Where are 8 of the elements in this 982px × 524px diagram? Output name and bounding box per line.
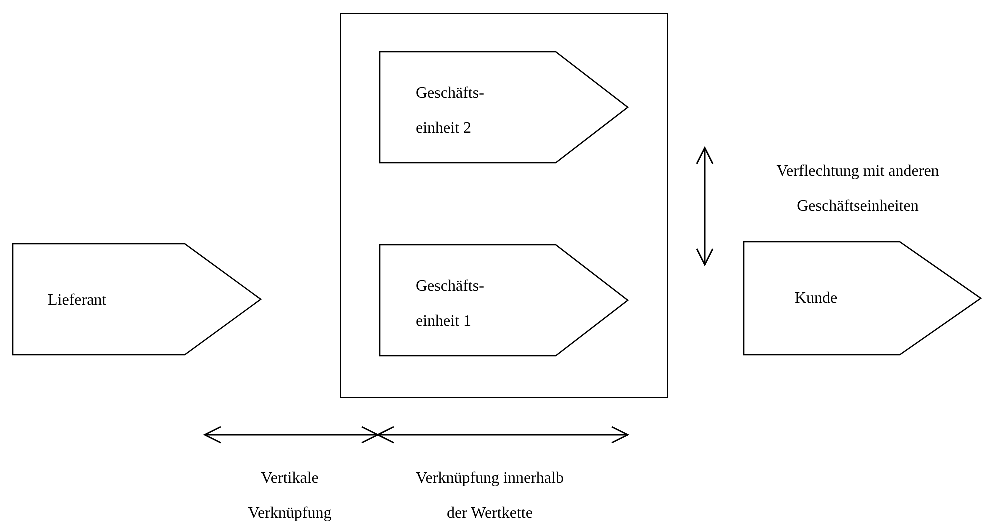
node-label: Kunde [795, 289, 839, 309]
annotation-text: Vertikale Verknüpfung [247, 469, 333, 524]
frame-box [340, 13, 668, 398]
node-label: Geschäfts- einheit 1 [416, 277, 486, 332]
node-label: Lieferant [48, 291, 108, 311]
annotation-text: Verknüpfung innerhalb der Wertkette [415, 469, 565, 524]
node-label: Geschäfts- einheit 2 [416, 84, 486, 139]
annotation-text: Verflechtung mit anderen Geschäftseinheiten [776, 162, 940, 217]
